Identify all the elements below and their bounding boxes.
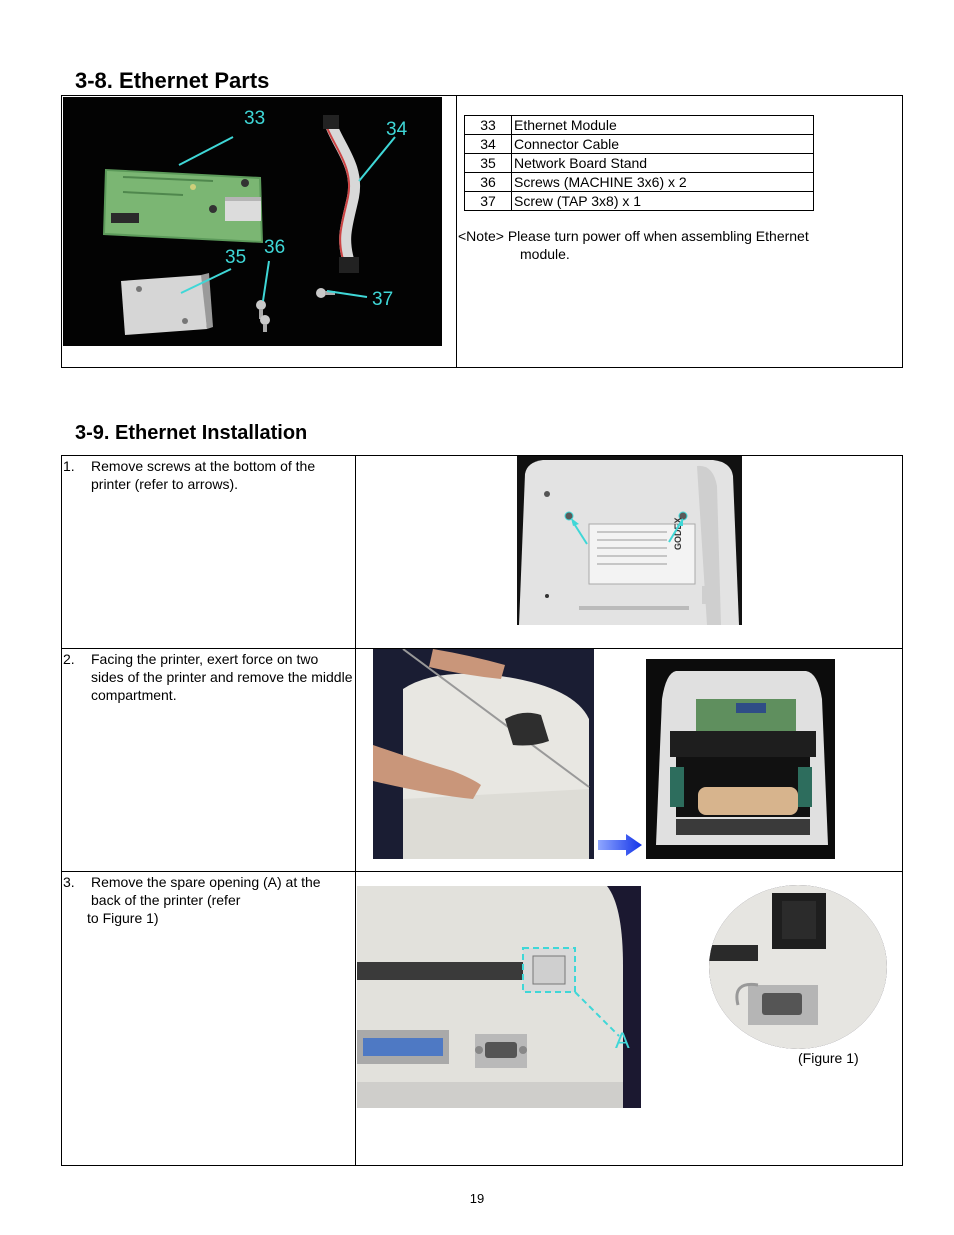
callout-35: 35 (225, 247, 246, 268)
connector-cable-image (323, 115, 361, 273)
part-number: 35 (464, 153, 512, 173)
row-divider (62, 871, 902, 872)
callout-34: 34 (386, 119, 408, 140)
installation-divider (355, 456, 356, 1165)
installation-frame (61, 455, 903, 1166)
brand-label: GODEX (673, 517, 683, 550)
parts-table: 33 Ethernet Module 34 Connector Cable 35… (464, 115, 814, 211)
ethernet-parts-photo: 33 34 35 36 37 (63, 97, 442, 346)
remove-compartment-photo (373, 649, 594, 859)
row-divider (62, 648, 902, 649)
page-number: 19 (469, 1191, 485, 1206)
step-text: Remove the spare opening (A) at the back… (91, 874, 321, 908)
hand-image (429, 649, 505, 679)
figure-1-zoom-photo (708, 885, 888, 1050)
callout-37: 37 (372, 289, 393, 310)
callout-36: 36 (264, 237, 285, 258)
parts-frame-divider (456, 96, 457, 367)
section-title-ethernet-installation: 3-9. Ethernet Installation (75, 422, 308, 444)
part-name: Network Board Stand (511, 153, 814, 173)
printer-bottom-photo: GODEX (517, 456, 742, 625)
part-number: 33 (464, 115, 512, 135)
part-name: Connector Cable (511, 134, 814, 154)
network-board-stand-image (121, 273, 213, 335)
right-arrow-icon (596, 832, 644, 858)
part-name: Ethernet Module (511, 115, 814, 135)
step-text: Remove screws at the bottom of the print… (91, 458, 316, 492)
ethernet-module-image (103, 169, 263, 243)
screws-image (256, 288, 335, 332)
table-row: 36 Screws (MACHINE 3x6) x 2 (464, 172, 814, 192)
step-1: 1. Remove screws at the bottom of the pr… (63, 457, 353, 493)
part-name: Screw (TAP 3x8) x 1 (511, 191, 814, 211)
step-text: Facing the printer, exert force on two s… (91, 651, 353, 703)
arrow-icon (668, 518, 683, 543)
part-number: 34 (464, 134, 512, 154)
step-2: 2. Facing the printer, exert force on tw… (63, 650, 353, 704)
part-name: Screws (MACHINE 3x6) x 2 (511, 172, 814, 192)
printer-back-photo: A (357, 886, 641, 1108)
step-text: to Figure 1) (87, 910, 159, 926)
arrow-icon (571, 518, 588, 545)
step-number: 2. (63, 651, 75, 667)
part-number: 37 (464, 191, 512, 211)
parts-frame (61, 95, 903, 368)
part-number: 36 (464, 172, 512, 192)
hand-image (373, 745, 481, 799)
label-a: A (615, 1028, 630, 1053)
figure-caption: (Figure 1) (798, 1050, 859, 1066)
callout-33: 33 (244, 108, 265, 129)
table-row: 35 Network Board Stand (464, 153, 814, 173)
step-number: 1. (63, 458, 75, 474)
note-line: <Note> Please turn power off when assemb… (458, 228, 809, 244)
step-3: 3. Remove the spare opening (A) at the b… (63, 873, 353, 927)
step-number: 3. (63, 874, 75, 890)
table-row: 33 Ethernet Module (464, 115, 814, 135)
printer-open-photo (646, 659, 835, 859)
note-line: module. (520, 246, 570, 262)
section-title-ethernet-parts: 3-8. Ethernet Parts (75, 68, 270, 93)
table-row: 37 Screw (TAP 3x8) x 1 (464, 191, 814, 211)
table-row: 34 Connector Cable (464, 134, 814, 154)
assembly-note: <Note> Please turn power off when assemb… (458, 227, 898, 263)
